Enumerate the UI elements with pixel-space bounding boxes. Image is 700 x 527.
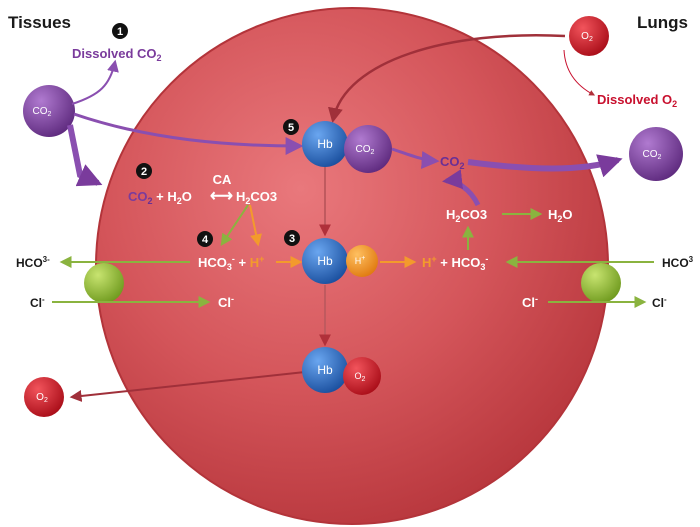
step-2-number: 2 — [141, 166, 147, 178]
h2co3-right: H2CO3 — [446, 207, 487, 224]
o2-on-hb-label: O2 — [355, 371, 366, 383]
reaction-h2co3: H2CO3 — [236, 189, 277, 206]
chloride-shift-exchanger-right — [581, 263, 621, 303]
o2-molecule-tissue-label: O2 — [36, 392, 48, 404]
arrow-o2-release — [69, 371, 306, 402]
step-5-badge — [283, 119, 299, 135]
cl-out-cell: Cl- — [522, 294, 538, 310]
cl-in-cell: Cl- — [218, 294, 234, 310]
cl-out-lung: Cl- — [652, 295, 667, 310]
dissolved-co2-label: Dissolved CO2 — [72, 46, 162, 63]
o2-molecule-lung-label: O2 — [581, 31, 593, 43]
reaction-equilibrium-arrow: ⟷ — [210, 188, 233, 205]
arrow-h2co3-to-hco3 — [220, 204, 249, 246]
co2-molecule-tissue — [23, 85, 75, 137]
arrow-co2-to-hb — [73, 112, 304, 155]
step-5-number: 5 — [288, 122, 294, 134]
arrow-h2co3-to-co2 — [442, 169, 481, 207]
o2-molecule-lung — [569, 16, 609, 56]
step-3-number: 3 — [289, 233, 295, 245]
step-1-number: 1 — [117, 26, 123, 38]
hb-label-1: Hb — [317, 137, 333, 151]
cl-in-tissue: Cl- — [30, 295, 45, 310]
co2-molecule-tissue-label: CO2 — [33, 106, 52, 118]
arrow-co2-release-from-hb — [391, 147, 440, 169]
hemoglobin-h-bound — [302, 238, 348, 284]
hco3-out-tissue: HCO3- — [16, 255, 50, 270]
arrow-o2-to-dissolved — [563, 49, 596, 96]
o2-on-hb — [343, 357, 381, 395]
step-4-badge — [197, 231, 213, 247]
step-2-badge — [136, 163, 152, 179]
h2o-right: H2O — [548, 207, 573, 224]
h-on-hb-label: H+ — [355, 255, 366, 266]
chloride-shift-exchanger-left — [84, 263, 124, 303]
arrow-co2-exhaled — [467, 154, 623, 178]
hb-label-2: Hb — [317, 254, 333, 268]
arrow-co2-into-cell — [67, 124, 103, 187]
co2-molecule-lung — [629, 127, 683, 181]
step-4-number: 4 — [202, 234, 209, 246]
co2-released: CO2 — [440, 154, 465, 171]
co2-on-hb-label: CO2 — [356, 144, 375, 156]
step-1-badge — [112, 23, 128, 39]
hco3-in-lung: HCO3 — [662, 255, 694, 270]
ca-label: CA — [213, 172, 232, 187]
hb-label-3: Hb — [317, 363, 333, 377]
hemoglobin-co2-bound — [302, 121, 348, 167]
tissues-label: Tissues — [8, 13, 71, 32]
arrow-h2co3-to-h — [249, 204, 262, 247]
arrow-co2-to-dissolved — [71, 59, 119, 105]
co2-molecule-lung-label: CO2 — [643, 149, 662, 161]
co2-on-hb — [344, 125, 392, 173]
dissolved-o2-label: Dissolved O2 — [597, 92, 677, 109]
h-on-hb — [346, 245, 378, 277]
lungs-label: Lungs — [637, 13, 688, 32]
hco3-h-left: HCO3- + H+ — [198, 254, 264, 272]
o2-molecule-tissue — [24, 377, 64, 417]
step-3-badge — [284, 230, 300, 246]
hemoglobin-o2-bound — [302, 347, 348, 393]
h-hco3-right: H+ + HCO3- — [422, 254, 488, 272]
arrow-o2-to-hb — [328, 34, 566, 123]
reaction-co2-h2o: CO2 + H2O — [128, 189, 192, 206]
